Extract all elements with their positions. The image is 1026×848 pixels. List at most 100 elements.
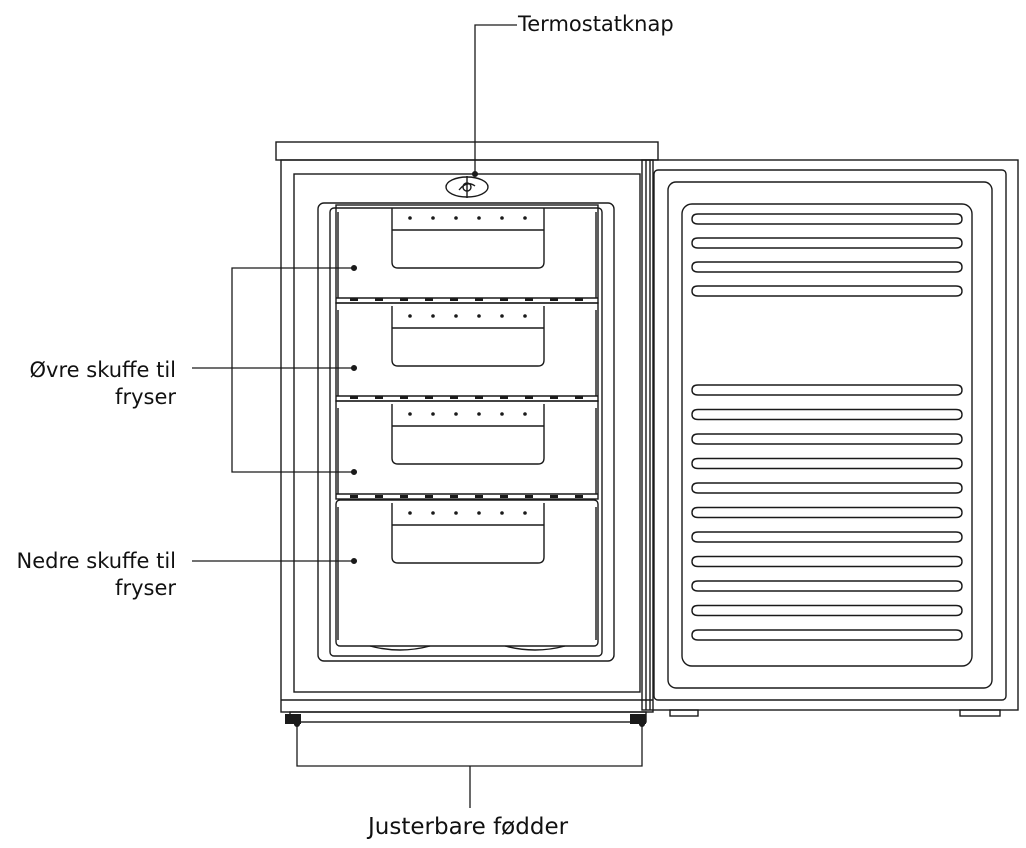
rail-tab bbox=[475, 495, 483, 498]
coil-groove bbox=[691, 285, 963, 297]
handle-dot bbox=[408, 412, 412, 416]
handle-dot bbox=[431, 511, 435, 515]
rail-tab bbox=[550, 396, 558, 399]
drawer-2 bbox=[335, 302, 599, 402]
rail-tab bbox=[450, 396, 458, 399]
rail-tab bbox=[400, 396, 408, 399]
rail-tab bbox=[450, 495, 458, 498]
feet-label: Justerbare fødder bbox=[368, 814, 569, 840]
rail-tab bbox=[475, 298, 483, 301]
handle-dot bbox=[408, 216, 412, 220]
coil-groove bbox=[691, 629, 963, 641]
upper-drawers-bracket bbox=[192, 264, 358, 476]
door-frame bbox=[653, 169, 1007, 701]
door bbox=[641, 159, 1019, 717]
cabinet-inner-frame bbox=[293, 173, 641, 693]
coil-groove bbox=[691, 531, 963, 543]
cabinet bbox=[275, 141, 659, 723]
handle-dot bbox=[500, 511, 504, 515]
handle-dot bbox=[500, 314, 504, 318]
handle-dot bbox=[454, 412, 458, 416]
handle-dot bbox=[477, 314, 481, 318]
lower-drawer-label-line1: Nedre skuffe til bbox=[16, 549, 176, 573]
drawer-handle-dots bbox=[408, 216, 527, 515]
cabinet-body bbox=[280, 159, 654, 713]
cabinet-top bbox=[275, 141, 659, 161]
coil-groove bbox=[691, 506, 963, 519]
drawer-4 bbox=[335, 499, 599, 651]
handle-dot bbox=[477, 511, 481, 515]
rail-tab bbox=[575, 495, 583, 498]
handle-dot bbox=[431, 314, 435, 318]
handle-dot bbox=[408, 511, 412, 515]
drawer-1 bbox=[335, 204, 599, 304]
drawer-rails bbox=[350, 298, 583, 498]
rail-tab bbox=[500, 495, 508, 498]
coil-groove bbox=[691, 555, 963, 568]
rail-tab bbox=[525, 495, 533, 498]
thermostat-leader bbox=[471, 24, 517, 178]
rail-tab bbox=[575, 396, 583, 399]
freezer-interior bbox=[317, 202, 615, 662]
door-liner bbox=[667, 181, 993, 689]
upper-drawers-label-line1: Øvre skuffe til bbox=[29, 358, 176, 382]
handle-dot bbox=[523, 314, 527, 318]
rail-tab bbox=[350, 396, 358, 399]
handle-dot bbox=[431, 216, 435, 220]
coil-groove bbox=[691, 213, 963, 225]
handle-dot bbox=[454, 511, 458, 515]
adjustable-feet bbox=[285, 714, 646, 724]
rail-tab bbox=[350, 298, 358, 301]
handle-dot bbox=[454, 216, 458, 220]
rail-tab bbox=[500, 396, 508, 399]
coil-groove bbox=[691, 433, 963, 445]
rail-tab bbox=[575, 298, 583, 301]
cabinet-plinth bbox=[289, 711, 647, 723]
handle-dot bbox=[431, 412, 435, 416]
drawer-3 bbox=[335, 400, 599, 500]
door-outer bbox=[641, 159, 1019, 711]
rail-tab bbox=[375, 396, 383, 399]
coil-groove bbox=[691, 384, 963, 396]
door-coil-grooves bbox=[691, 213, 963, 641]
rail-tab bbox=[425, 298, 433, 301]
handle-dot bbox=[523, 511, 527, 515]
rail-tab bbox=[450, 298, 458, 301]
coil-groove bbox=[691, 604, 963, 617]
handle-dot bbox=[477, 216, 481, 220]
door-panel bbox=[681, 203, 973, 667]
handle-dot bbox=[500, 412, 504, 416]
rail-tab bbox=[350, 495, 358, 498]
rail-tab bbox=[475, 396, 483, 399]
rail-tab bbox=[525, 396, 533, 399]
upper-drawers-label-line2: fryser bbox=[115, 385, 176, 409]
coil-groove bbox=[691, 237, 963, 249]
coil-groove bbox=[691, 457, 963, 470]
coil-groove bbox=[691, 408, 963, 421]
rail-tab bbox=[400, 495, 408, 498]
handle-dot bbox=[408, 314, 412, 318]
rail-tab bbox=[425, 495, 433, 498]
rail-tab bbox=[400, 298, 408, 301]
handle-dot bbox=[523, 412, 527, 416]
handle-dot bbox=[477, 412, 481, 416]
coil-groove bbox=[691, 261, 963, 273]
handle-dot bbox=[500, 216, 504, 220]
rail-tab bbox=[550, 298, 558, 301]
handle-dot bbox=[454, 314, 458, 318]
handle-dot bbox=[523, 216, 527, 220]
rail-tab bbox=[525, 298, 533, 301]
rail-tab bbox=[375, 495, 383, 498]
rail-tab bbox=[550, 495, 558, 498]
rail-tab bbox=[375, 298, 383, 301]
feet-bracket bbox=[293, 720, 646, 808]
thermostat-label: Termostatknap bbox=[518, 12, 674, 36]
coil-groove bbox=[691, 482, 963, 494]
coil-groove bbox=[691, 580, 963, 592]
rail-tab bbox=[500, 298, 508, 301]
rail-tab bbox=[425, 396, 433, 399]
lower-drawer-label-line2: fryser bbox=[115, 576, 176, 600]
thermostat-knob-icon bbox=[445, 176, 489, 198]
lower-drawer-leader bbox=[192, 557, 358, 565]
